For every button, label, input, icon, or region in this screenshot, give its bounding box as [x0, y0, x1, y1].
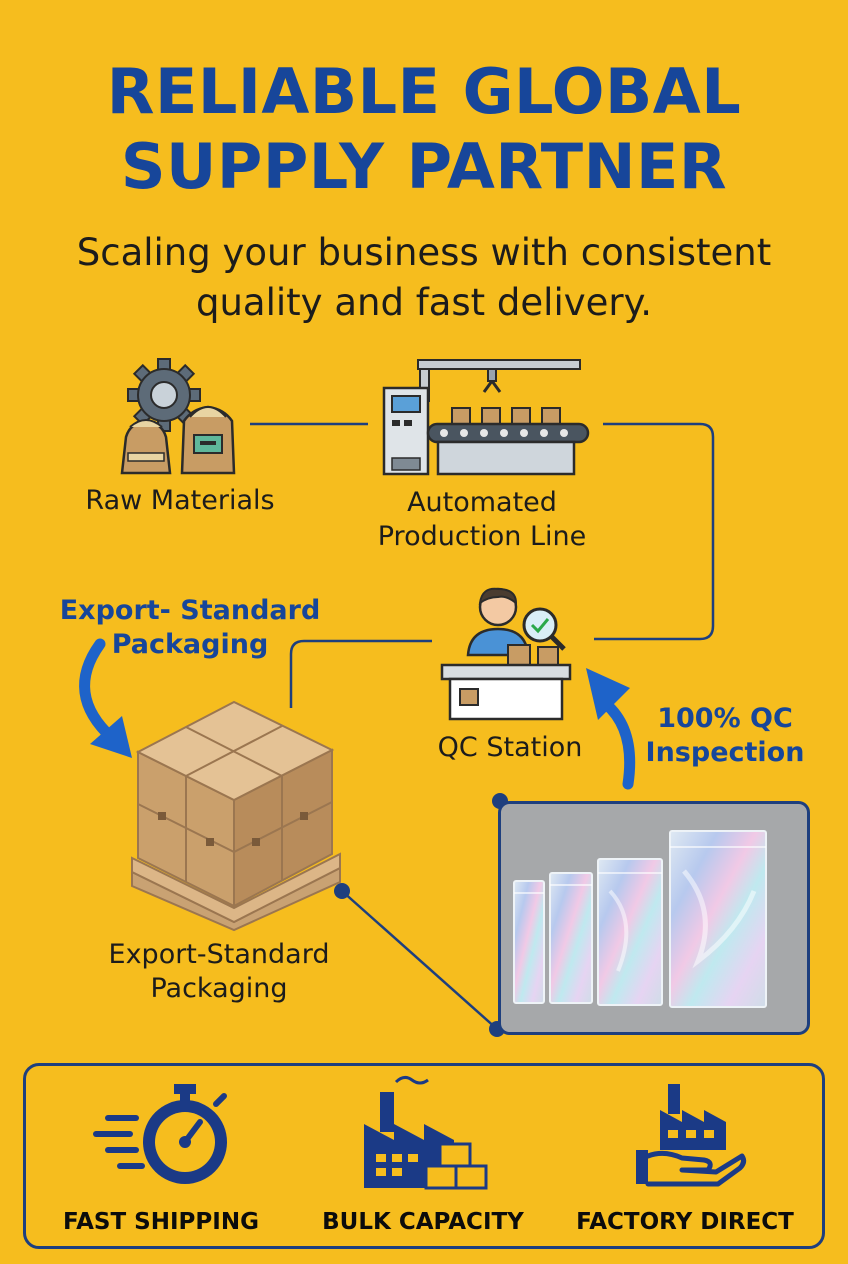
feature-bulk-capacity-label: BULK CAPACITY: [322, 1209, 524, 1235]
up-arrow-icon: [586, 668, 636, 790]
page-title-line1: RELIABLE GLOBAL: [106, 55, 742, 128]
feature-factory-direct-label: FACTORY DIRECT: [576, 1209, 794, 1235]
features-panel: [23, 1063, 825, 1249]
export-packaging-bottom-line1: Export-Standard: [108, 939, 330, 970]
export-packaging-top-line2: Packaging: [111, 629, 269, 660]
qc-station-label: QC Station: [437, 732, 583, 763]
pallet-boxes-icon: [131, 700, 341, 932]
subtitle-line2: quality and fast delivery.: [195, 281, 652, 324]
curved-arrow-icon: [79, 638, 132, 758]
holographic-pouches-image: [498, 801, 810, 1035]
qc-station-icon: [440, 587, 572, 721]
qc-inspection-label-line2: Inspection: [645, 737, 805, 768]
production-line-label-line2: Production Line: [377, 521, 587, 552]
production-line-label-line1: Automated: [407, 487, 557, 518]
production-line-icon: [382, 359, 590, 476]
feature-fast-shipping-label: FAST SHIPPING: [63, 1209, 259, 1235]
stopwatch-icon: [93, 1084, 227, 1184]
subtitle-line1: Scaling your business with consistent: [76, 231, 772, 274]
export-packaging-top-line1: Export- Standard: [59, 595, 321, 626]
raw-materials-icon: [120, 358, 236, 475]
raw-materials-label: Raw Materials: [85, 485, 275, 516]
factory-hand-icon: [636, 1084, 747, 1187]
qc-inspection-label-line1: 100% QC: [657, 703, 793, 734]
page-title-line2: SUPPLY PARTNER: [120, 130, 728, 203]
factory-boxes-icon: [364, 1075, 488, 1190]
export-packaging-bottom-line2: Packaging: [150, 973, 288, 1004]
